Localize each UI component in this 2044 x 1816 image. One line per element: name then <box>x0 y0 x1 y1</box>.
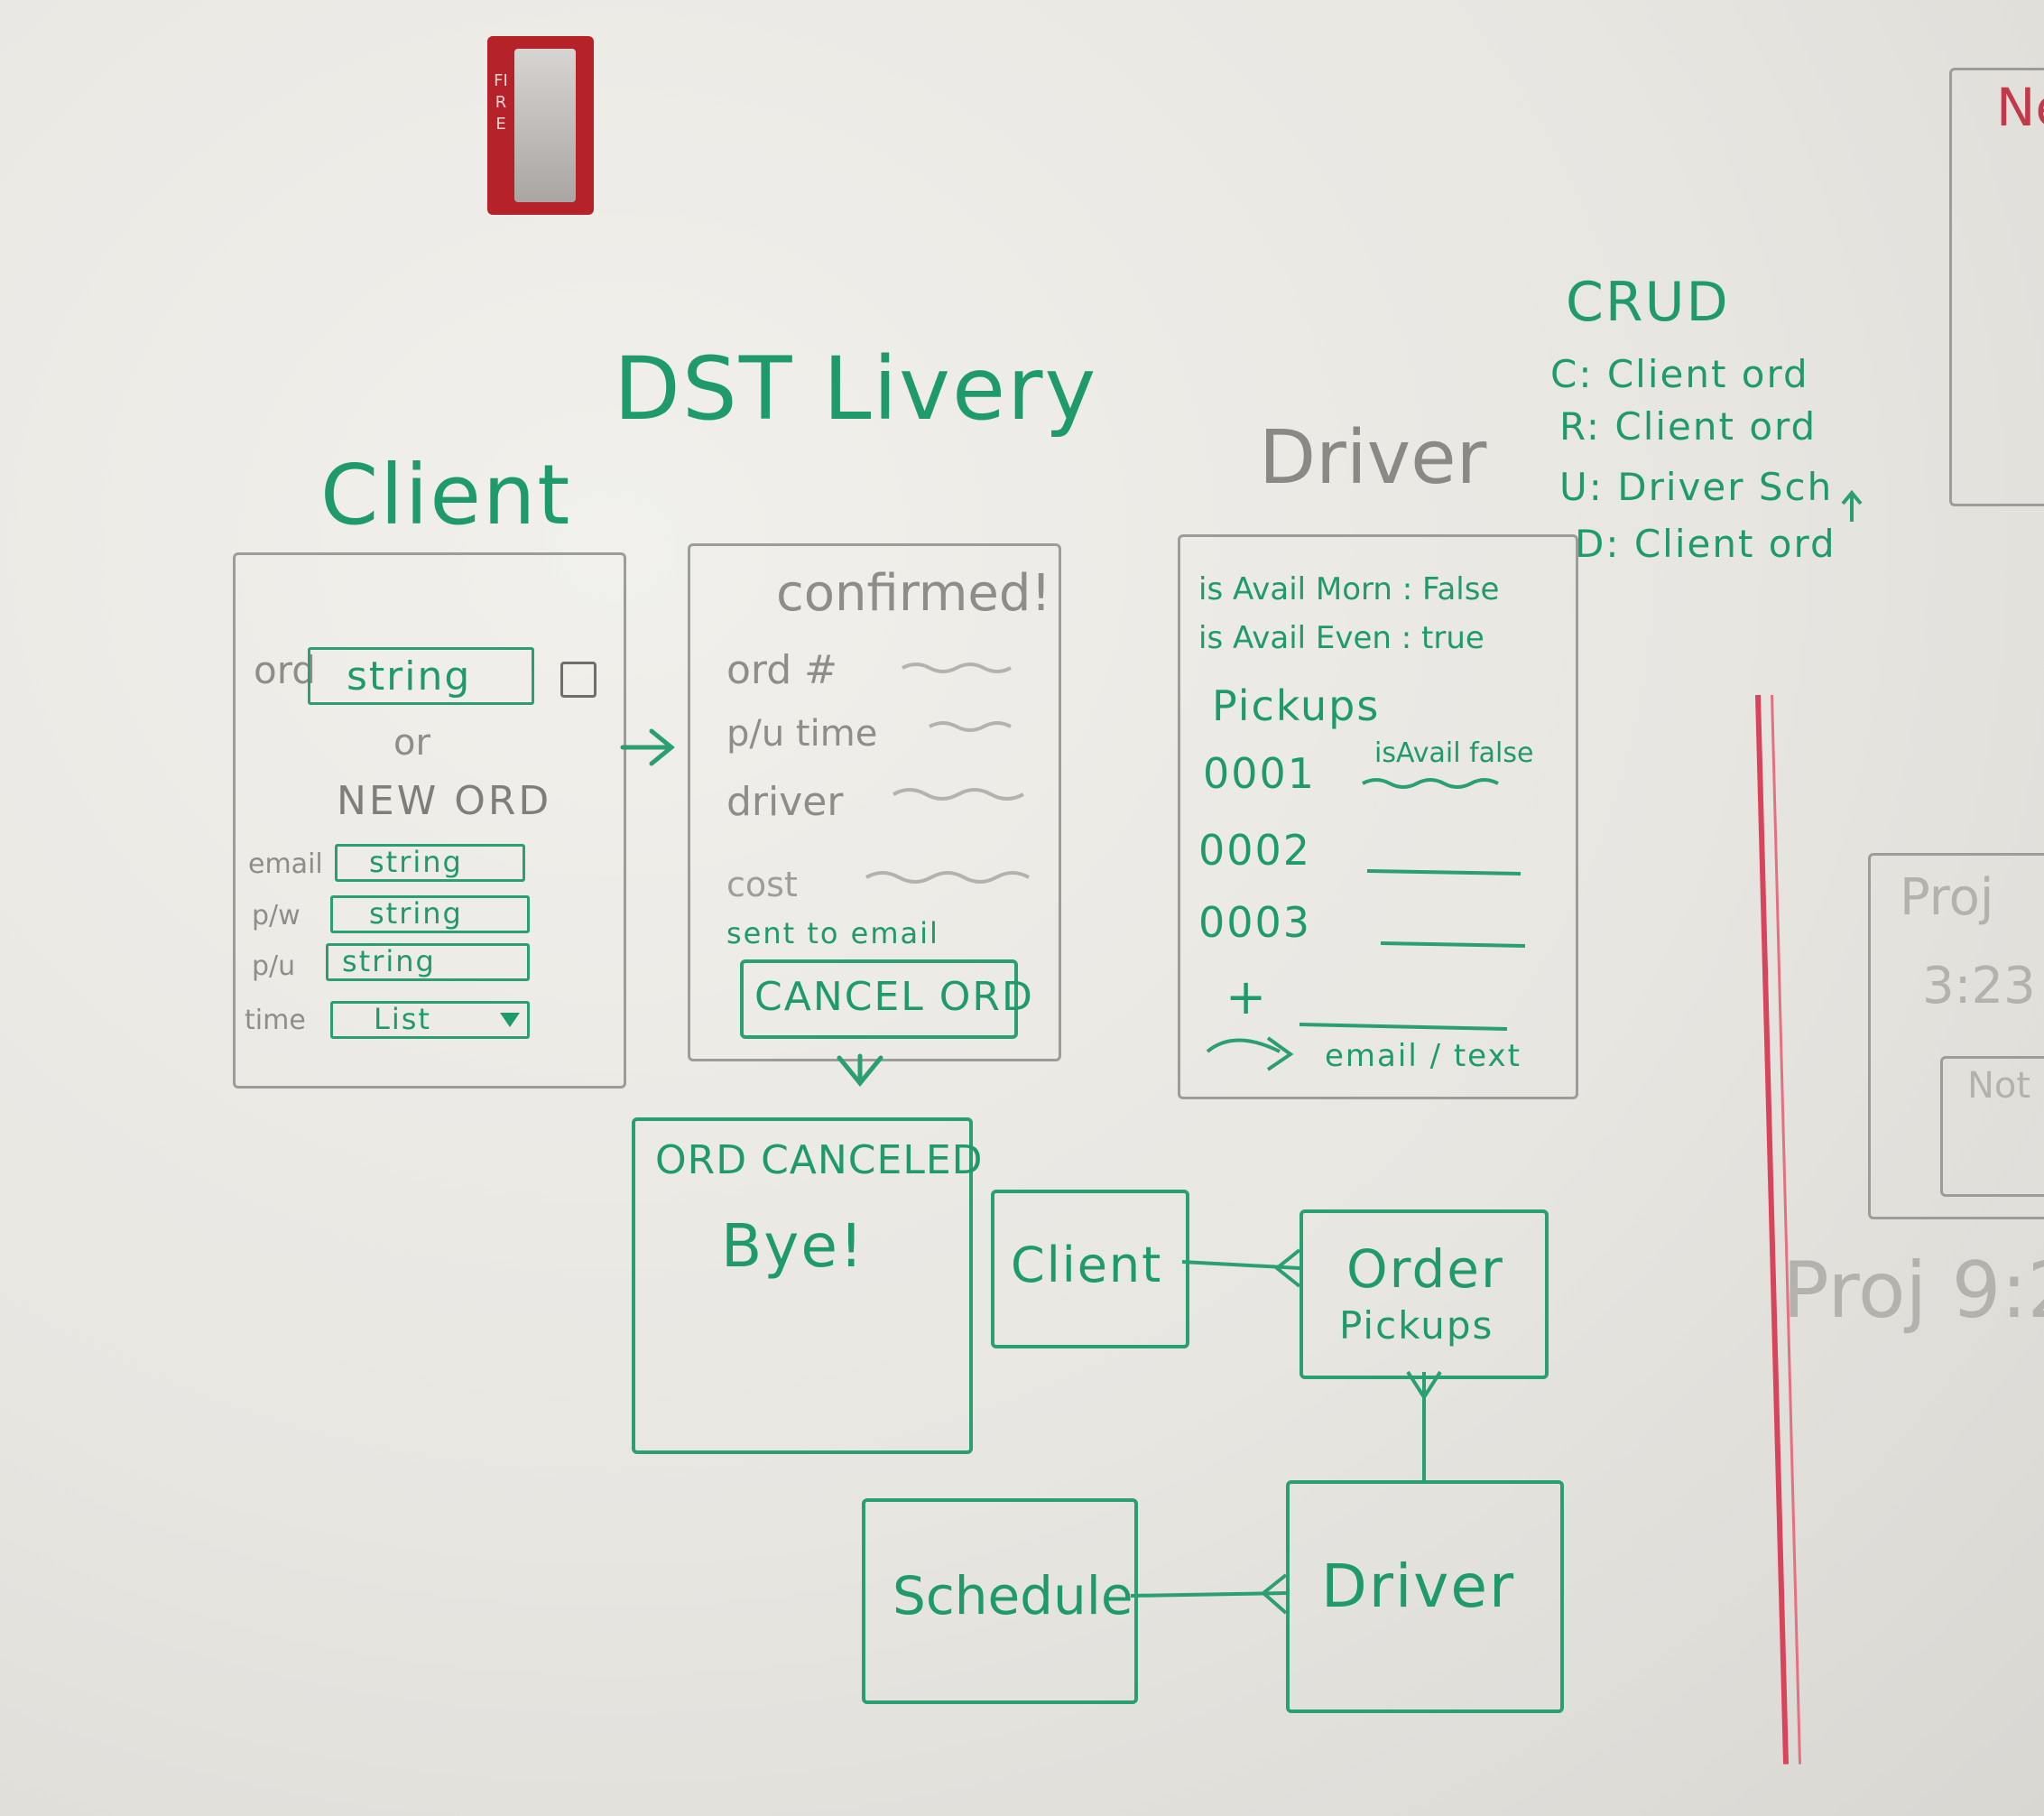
arrow-right-icon <box>620 728 675 766</box>
confirmed-screen: confirmed! ord # p/u time driver cost se… <box>688 543 1061 1061</box>
pickup-id-0001: 0001 <box>1203 749 1317 798</box>
arrow-down-icon <box>837 1053 883 1087</box>
pickup-field[interactable]: string <box>326 943 530 981</box>
fire-alarm: FIRE <box>487 36 594 215</box>
cancel-order-button[interactable]: CANCEL ORD <box>740 959 1032 1039</box>
pickup-time-row: p/u time <box>726 713 878 755</box>
ord-label: ord <box>254 648 316 692</box>
canceled-screen: ORD CANCELED Bye! <box>632 1117 983 1454</box>
pickup-id-0003: 0003 <box>1198 898 1312 947</box>
or-text: or <box>393 722 430 764</box>
email-label: email <box>248 848 323 880</box>
driver-row: driver <box>726 779 844 825</box>
crud-create: C: Client ord <box>1550 352 1809 396</box>
password-label: p/w <box>252 900 301 931</box>
right-top-box <box>1949 68 2044 506</box>
erd-relations <box>1130 1248 1442 1615</box>
right-proj-box <box>1868 853 2044 1219</box>
email-text-action[interactable]: email / text <box>1325 1038 1521 1074</box>
password-field[interactable]: string <box>330 895 530 933</box>
erd-driver-entity: Driver <box>1286 1480 1564 1713</box>
confirmed-heading: confirmed! <box>776 564 1051 623</box>
driver-screen: is Avail Morn : False is Avail Even : tr… <box>1178 534 1578 1099</box>
avail-morning: is Avail Morn : False <box>1198 571 1500 607</box>
right-proj-label: Proj <box>1900 868 1994 927</box>
pickup-id-0002: 0002 <box>1198 826 1312 875</box>
crud-delete: D: Client ord <box>1575 522 1836 566</box>
email-field[interactable]: string <box>335 844 525 882</box>
right-proj2-text: Proj 9:2 <box>1782 1246 2044 1336</box>
erd-schedule-entity: Schedule <box>862 1498 1138 1704</box>
crud-read: R: Client ord <box>1559 404 1817 449</box>
avail-evening: is Avail Even : true <box>1198 620 1484 656</box>
bye-text: Bye! <box>721 1211 865 1281</box>
right-note-box <box>1940 1056 2044 1197</box>
add-pickup-button[interactable]: + <box>1225 968 1269 1025</box>
driver-heading: Driver <box>1259 415 1487 501</box>
order-canceled-text: ORD CANCELED <box>655 1137 984 1183</box>
dropdown-arrow-icon <box>500 1013 520 1027</box>
order-number-row: ord # <box>726 647 838 693</box>
sent-to-email-note: sent to email <box>726 916 939 950</box>
fire-alarm-strobe-icon <box>514 49 576 202</box>
pickup-note-0001: isAvail false <box>1374 737 1534 769</box>
fire-alarm-label: FIRE <box>494 71 508 134</box>
client-screen: ord string or NEW ORD email string p/w s… <box>233 552 626 1089</box>
pickups-label: Pickups <box>1212 681 1381 730</box>
right-proj-time: 3:23 <box>1922 957 2036 1015</box>
right-top-fragment: Ne <box>1996 77 2044 138</box>
client-heading: Client <box>320 447 572 543</box>
cost-row: cost <box>726 865 798 904</box>
new-ord-heading: NEW ORD <box>337 778 552 824</box>
ord-submit-button[interactable] <box>560 662 597 698</box>
erd-client-entity: Client <box>991 1190 1189 1348</box>
pickup-label: p/u <box>252 950 296 982</box>
time-label: time <box>245 1005 306 1036</box>
ord-input[interactable]: string <box>308 647 534 705</box>
right-note-text: Not <box>1967 1065 2031 1107</box>
time-select[interactable]: List <box>330 1001 530 1039</box>
crud-update: U: Driver Sch <box>1559 465 1834 509</box>
crud-heading: CRUD <box>1566 271 1730 334</box>
page-title: DST Livery <box>614 338 1098 440</box>
